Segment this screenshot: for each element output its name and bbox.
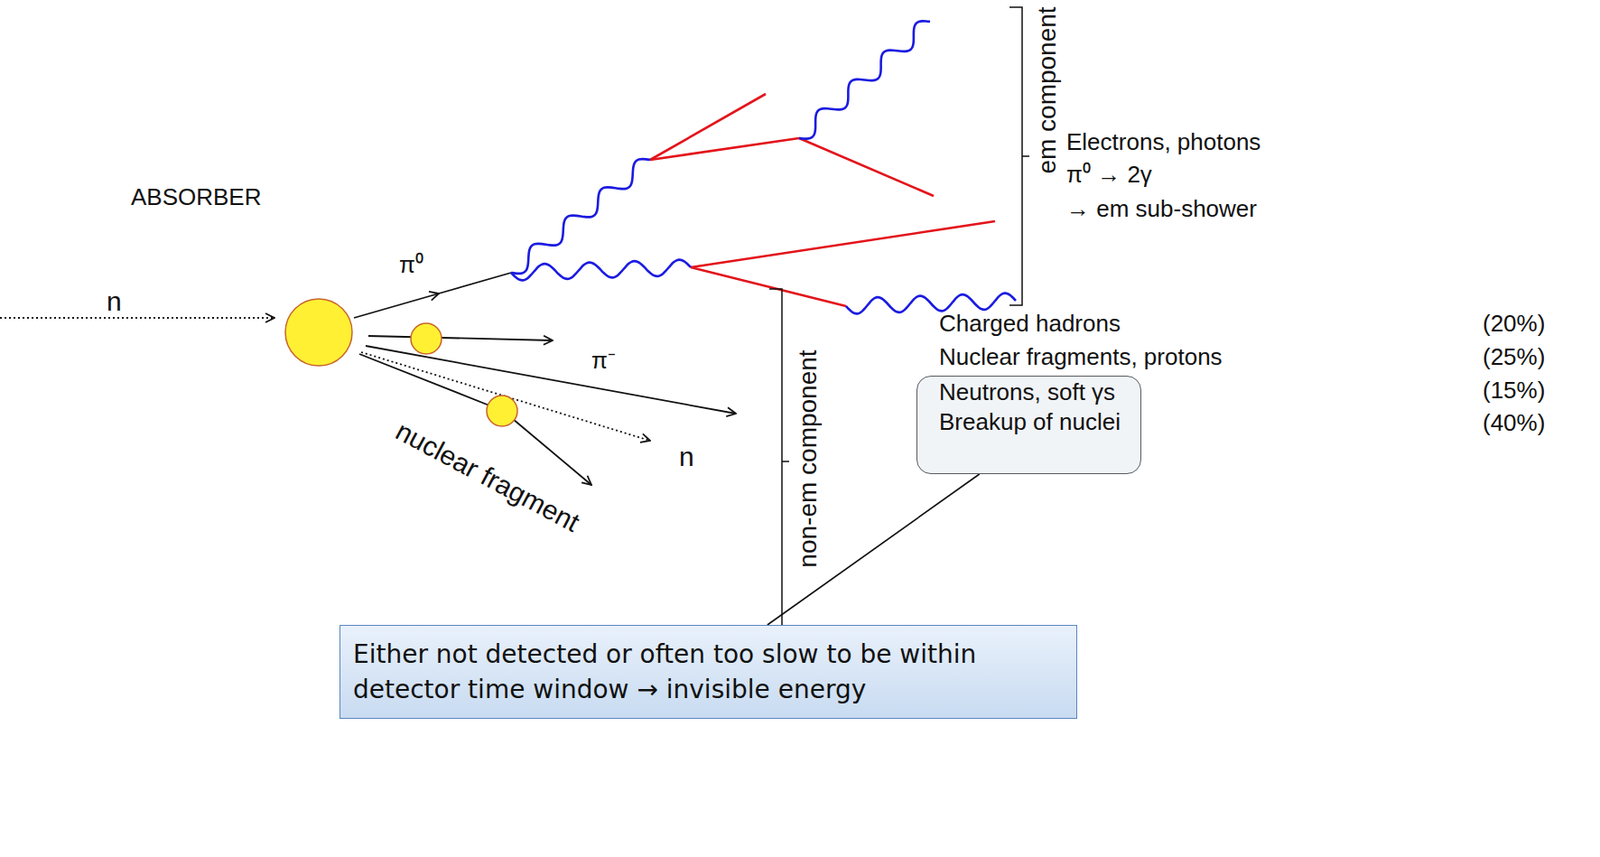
fragment-track: [512, 418, 592, 485]
box-text: Neutrons, soft γs: [939, 377, 1121, 408]
particle-label: n: [679, 440, 695, 474]
em-bracket: [1009, 7, 1030, 306]
electron-track: [650, 138, 800, 160]
material-label: ABSORBER: [130, 183, 262, 212]
box-text: Either not detected or often too slow to…: [353, 636, 1064, 707]
pi0-track: [353, 293, 439, 318]
pion-track: [365, 345, 736, 414]
particle-label: n: [106, 285, 122, 318]
note-text: Electrons, photons: [1066, 128, 1261, 157]
photon-track: [511, 158, 651, 274]
electron-track: [650, 93, 766, 160]
percent-label: (20%): [1482, 309, 1545, 338]
percent-label: (25%): [1482, 343, 1545, 372]
fraction-label: Charged hadrons: [939, 309, 1121, 338]
percent-label: (15%): [1482, 376, 1545, 405]
photon-track: [799, 20, 931, 139]
fragment-blob: [486, 395, 518, 427]
component-label: em component: [1032, 6, 1063, 174]
box-text: Breakup of nuclei: [939, 407, 1121, 438]
photon-track: [511, 260, 691, 281]
fraction-label: Nuclear fragments, protons: [939, 343, 1223, 372]
note-text: π⁰ → 2γ: [1066, 160, 1153, 189]
electron-track: [799, 138, 934, 196]
percent-label: (40%): [1482, 409, 1545, 438]
fragment-track: [359, 353, 490, 406]
nucleus-collision: [285, 298, 353, 366]
pi0-track: [438, 272, 512, 294]
note-text: → em sub-shower: [1066, 195, 1257, 224]
note-box: Either not detected or often too slow to…: [339, 624, 1078, 719]
component-label: non-em component: [792, 349, 824, 568]
non-em-bracket: [769, 288, 790, 635]
hadron-blob: [410, 323, 442, 354]
particle-label: nuclear fragment: [390, 414, 586, 539]
electron-track: [690, 221, 996, 268]
callout-box: Neutrons, soft γsBreakup of nuclei: [916, 375, 1142, 475]
hadron-track: [368, 335, 553, 341]
particle-label: π⁻: [591, 346, 616, 375]
particle-label: π⁰: [399, 251, 424, 280]
incoming-neutron: [0, 316, 275, 319]
electron-track: [690, 267, 847, 307]
